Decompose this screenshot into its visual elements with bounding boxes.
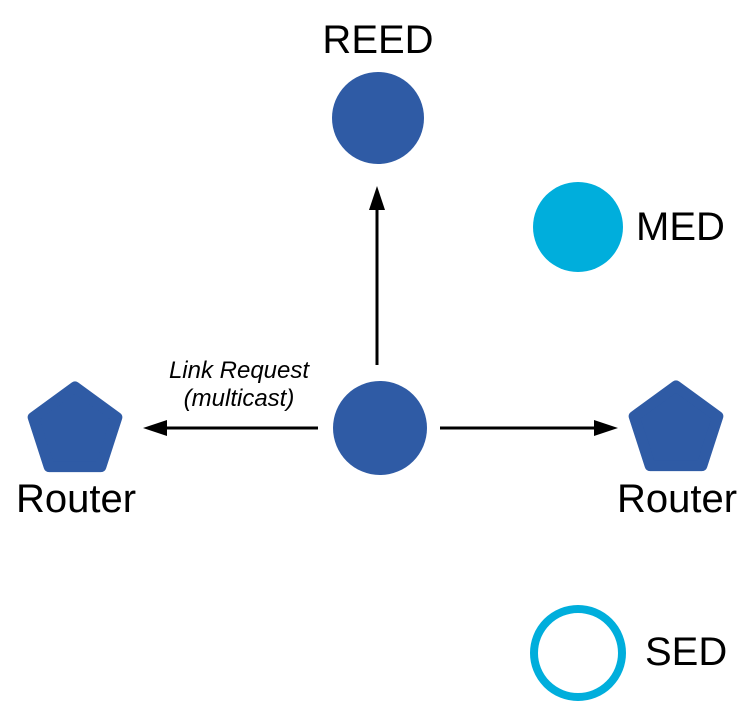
reed-node-circle [332, 72, 424, 164]
router-left-pentagon [27, 381, 123, 473]
router-right-label: Router [616, 477, 738, 521]
router-left-label: Router [15, 477, 137, 521]
arrow-to-reed-head [369, 186, 385, 210]
link-request-line2: (multicast) [183, 385, 295, 412]
sed-label: SED [645, 630, 728, 674]
center-node-circle [333, 381, 427, 475]
med-node-circle [533, 182, 623, 272]
router-right-pentagon [628, 380, 724, 472]
med-label: MED [636, 205, 725, 249]
arrow-to-left-router-head [143, 420, 167, 436]
link-request-annotation: Link Request (multicast) [169, 357, 309, 413]
reed-label: REED [322, 18, 434, 62]
sed-node-circle [530, 605, 626, 701]
arrow-to-right-router-head [594, 420, 618, 436]
link-request-line1: Link Request [168, 357, 310, 384]
